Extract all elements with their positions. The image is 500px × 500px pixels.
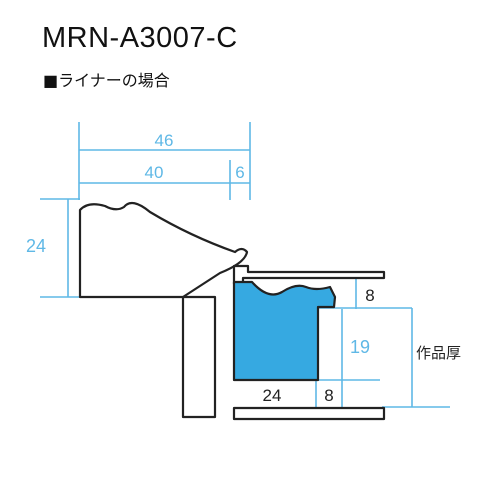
liner-case-subtitle: ■ライナーの場合 — [43, 71, 170, 90]
dim-liner-top: 8 — [365, 286, 374, 305]
dim-liner-lip: 8 — [324, 386, 333, 405]
dim-overall-width: 46 — [155, 131, 174, 150]
dim-inner-width: 40 — [145, 163, 164, 182]
product-code-title: MRN-A3007-C — [42, 22, 238, 54]
liner-profile — [232, 280, 337, 382]
frame-moulding-profile — [78, 201, 386, 421]
dim-liner-depth: 19 — [350, 337, 370, 357]
dim-liner-width: 24 — [263, 386, 282, 405]
artwork-thickness-label: 作品厚 — [416, 344, 461, 362]
dim-lip-width: 6 — [235, 163, 244, 182]
dim-frame-height: 24 — [26, 236, 46, 256]
